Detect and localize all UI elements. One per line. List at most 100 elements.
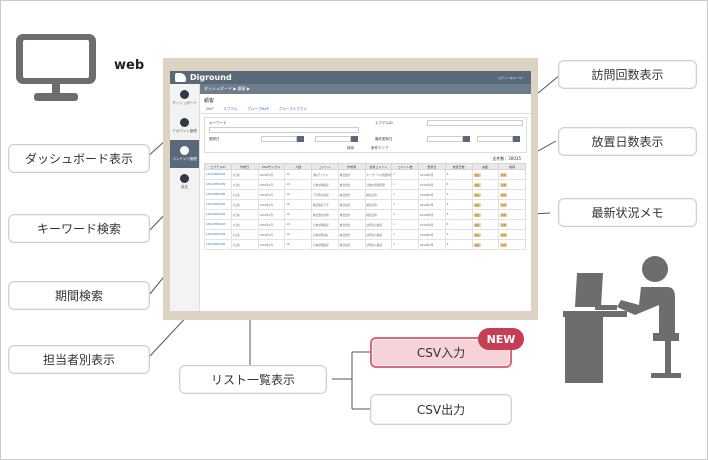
gear-icon	[180, 174, 189, 183]
updated-label: 最終更新日	[375, 137, 393, 141]
table-cell[interactable]: 削除	[498, 239, 526, 250]
table-cell: 2016年5月	[418, 179, 446, 190]
table-cell: 日本訪問確認	[311, 179, 339, 190]
table-cell[interactable]: 編集	[471, 219, 500, 230]
table-cell[interactable]: 削除	[498, 179, 526, 190]
table-cell: 6	[444, 199, 473, 210]
keyword-input[interactable]	[209, 127, 359, 133]
period-from-input[interactable]	[261, 136, 297, 142]
table-cell: 日本訪問確認	[311, 219, 339, 230]
table-cell[interactable]: 編集	[471, 189, 500, 200]
table-cell[interactable]: 1Ab3d3f01262	[204, 209, 232, 220]
table-cell: 6	[444, 239, 473, 250]
app-header: Diground ログイン中ユーザー	[170, 71, 531, 84]
edit-button[interactable]: 編集	[473, 212, 481, 217]
table-cell[interactable]: 1Ab3d3f01261	[204, 199, 232, 210]
table-cell: 2016年5月	[418, 219, 446, 230]
tab-group-map[interactable]: グループMAP	[247, 106, 269, 111]
table-cell: 1日前	[230, 199, 259, 210]
table-cell[interactable]: 削除	[498, 209, 526, 220]
delete-button[interactable]: 削除	[500, 192, 508, 197]
clear-button[interactable]: 条件クリア	[371, 146, 389, 150]
table-cell: 1日前	[230, 229, 259, 240]
edit-button[interactable]: 編集	[473, 232, 481, 237]
calendar-icon[interactable]	[297, 136, 304, 142]
edit-button[interactable]: 編集	[473, 242, 481, 247]
table-cell: 1	[391, 189, 419, 200]
table-cell: 2016年5月	[418, 199, 446, 210]
calendar-icon[interactable]	[463, 136, 470, 142]
delete-button[interactable]: 削除	[500, 232, 508, 237]
delete-button[interactable]: 削除	[500, 212, 508, 217]
edit-button[interactable]: 編集	[473, 182, 481, 187]
sidebar-item-dashboard[interactable]: ダッシュボード	[170, 84, 199, 112]
updated-to-input[interactable]	[477, 136, 513, 142]
callout-dashboard: ダッシュボード表示	[8, 144, 150, 173]
calendar-icon[interactable]	[513, 136, 520, 142]
period-to-input[interactable]	[315, 136, 351, 142]
table-cell: 株式会社	[337, 209, 366, 220]
table-cell: 10	[284, 239, 312, 250]
table-cell[interactable]: 編集	[471, 169, 500, 180]
calendar-icon[interactable]	[351, 136, 358, 142]
table-cell: 2016年5月	[418, 229, 446, 240]
table-cell: 6	[444, 189, 473, 200]
table-cell: 株式会社アポ	[311, 199, 339, 210]
table-cell[interactable]: 削除	[498, 229, 526, 240]
table-cell: 2016年5月	[418, 189, 446, 200]
delete-button[interactable]: 削除	[500, 172, 508, 177]
table-cell[interactable]: 1Ab3d3f01259	[204, 179, 232, 190]
updated-from-input[interactable]	[427, 136, 463, 142]
table-cell: 1日前	[230, 219, 259, 230]
table-cell[interactable]: 編集	[471, 199, 500, 210]
edit-button[interactable]: 編集	[473, 192, 481, 197]
delete-button[interactable]: 削除	[500, 242, 508, 247]
table-cell[interactable]: 編集	[471, 239, 500, 250]
search-button[interactable]: 検索	[347, 146, 354, 150]
group-label: エブデルID	[375, 121, 393, 125]
delete-button[interactable]: 削除	[500, 182, 508, 187]
table-cell: 10	[284, 189, 312, 200]
table-cell: 10	[284, 179, 312, 190]
table-cell[interactable]: 編集	[471, 179, 500, 190]
table-cell[interactable]: 1Ab3d3f01263	[204, 219, 232, 230]
table-cell[interactable]: 削除	[498, 189, 526, 200]
group-input[interactable]	[427, 120, 523, 126]
tab-ebdel[interactable]: エブデル	[223, 106, 238, 111]
delete-button[interactable]: 削除	[500, 202, 508, 207]
table-cell[interactable]: 1Ab3d3f01258	[204, 169, 232, 180]
table-cell: 1	[391, 199, 419, 210]
person-at-desk-icon	[563, 256, 681, 383]
sidebar-item-account[interactable]: アカウント管理	[170, 112, 199, 140]
table-cell: 10	[284, 169, 312, 180]
table-cell[interactable]: 1Ab3d3f01265	[204, 239, 232, 250]
table-cell: 1	[391, 179, 419, 190]
total-count: 全件数：30035	[492, 156, 521, 161]
table-cell[interactable]: 1Ab3d3f01260	[204, 189, 232, 200]
subtabs: MAP エブデル グループMAP グループエブデル	[200, 105, 531, 114]
table-cell: 1970年1月	[257, 179, 286, 190]
page-title: 顧客	[204, 98, 215, 104]
search-panel: キーワード エブデルID 登録日 最終更新日 検索 条件クリア	[204, 117, 527, 153]
tab-group-ebdel[interactable]: グループエブデル	[278, 106, 307, 111]
edit-button[interactable]: 編集	[473, 222, 481, 227]
table-cell[interactable]: 削除	[498, 199, 526, 210]
table-cell: 1	[391, 239, 419, 250]
table-cell[interactable]: 編集	[471, 209, 500, 220]
table-cell[interactable]: 削除	[498, 219, 526, 230]
app-window: Diground ログイン中ユーザー ダッシュボード アカウント管理 コンテンツ…	[170, 71, 531, 311]
table-cell[interactable]: 削除	[498, 169, 526, 180]
delete-button[interactable]: 削除	[500, 222, 508, 227]
edit-button[interactable]: 編集	[473, 172, 481, 177]
table-cell[interactable]: 1Ab3d3f01264	[204, 229, 232, 240]
tab-map[interactable]: MAP	[206, 107, 214, 111]
sidebar-item-settings[interactable]: 設定	[170, 168, 199, 196]
table-cell: (株)アイナス	[311, 169, 339, 180]
table-cell[interactable]: 編集	[471, 229, 500, 240]
sidebar-item-content[interactable]: コンテンツ管理	[170, 140, 199, 168]
edit-button[interactable]: 編集	[473, 202, 481, 207]
